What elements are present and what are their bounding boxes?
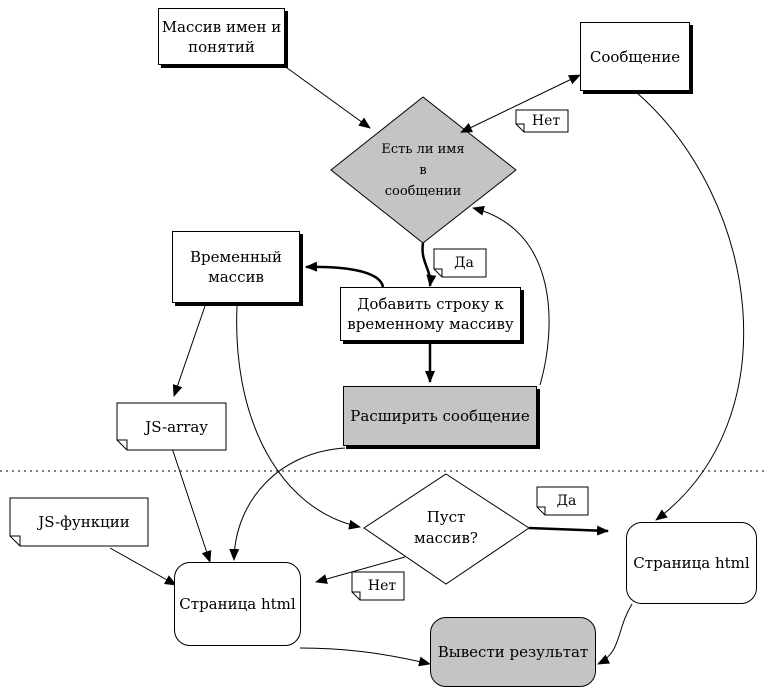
arrow-temp-to-jsarray xyxy=(172,305,206,397)
arrow-decision-message xyxy=(460,74,581,133)
node-temp-array: Временный массив xyxy=(172,231,300,303)
arrow-empty-to-page xyxy=(315,556,406,584)
node-names-array: Массив имен и понятий xyxy=(158,8,285,65)
arrow-jsfunctions-to-page xyxy=(109,547,177,586)
note-yes-right-shape xyxy=(536,486,589,516)
label-no-top: Нет xyxy=(531,113,561,129)
label-yes-top: Да xyxy=(454,255,474,271)
arrow-jsarray-to-page xyxy=(171,447,212,563)
arrow-empty-yes xyxy=(528,525,609,536)
arrow-temp-to-empty xyxy=(236,305,361,530)
note-no-bottom-shape xyxy=(351,571,405,601)
node-page-html-left: Страница html xyxy=(174,562,301,646)
note-no-top-shape xyxy=(515,109,569,133)
node-expand-message: Расширить сообщение xyxy=(343,386,537,446)
node-page-html-right: Страница html xyxy=(626,522,757,604)
note-jsarray-shape xyxy=(116,402,227,451)
note-yes-top-shape xyxy=(433,248,487,278)
arrow-page-to-output xyxy=(299,647,431,667)
decision-empty-shape xyxy=(363,473,530,585)
label-no-bottom: Нет xyxy=(367,578,397,594)
decision-name-label: Есть ли имя в сообщении xyxy=(381,141,465,199)
node-add-string: Добавить строку к временному массиву xyxy=(340,287,521,341)
arrow-pageright-to-output xyxy=(597,603,633,665)
arrow-message-to-page xyxy=(635,91,745,521)
decision-empty-label: Пуст массив? xyxy=(414,508,478,547)
label-yes-right: Да xyxy=(556,493,577,509)
arrow-decision-to-add xyxy=(421,242,437,287)
arrow-expand-to-decision xyxy=(472,205,550,386)
arrow-expand-to-page xyxy=(229,447,346,561)
node-js-functions: JS-функции xyxy=(38,513,130,531)
node-js-array: JS-array xyxy=(145,417,208,436)
arrow-add-to-temp xyxy=(305,261,385,288)
node-output-result: Вывести результат xyxy=(430,617,596,687)
node-message: Сообщение xyxy=(580,22,690,91)
arrow-names-to-decision xyxy=(282,64,371,129)
note-jsfunctions-shape xyxy=(9,497,149,547)
